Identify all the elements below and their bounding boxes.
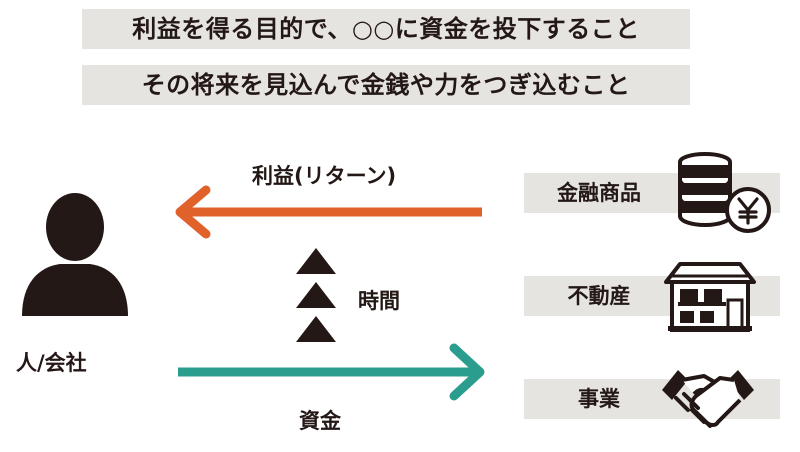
handshake-icon: [662, 370, 754, 428]
return-label: 利益(リターン): [252, 164, 397, 188]
definition-banner-1: 利益を得る目的で、○○に資金を投下すること: [82, 9, 690, 49]
investor-label: 人/会社: [16, 351, 87, 375]
person-icon: [22, 193, 128, 316]
category-label: 金融商品: [557, 181, 641, 205]
definition-banner-2: その将来を見込んで金銭や力をつぎ込むこと: [82, 65, 690, 105]
coin-stack-yen-icon: [678, 152, 771, 233]
category-label: 不動産: [567, 284, 631, 308]
time-triangles-icon: [296, 248, 336, 342]
house-icon: [664, 262, 756, 332]
investment-label: 資金: [299, 409, 341, 433]
category-label: 事業: [578, 387, 620, 411]
investment-arrow: [178, 343, 485, 401]
return-arrow: [175, 185, 482, 239]
time-label: 時間: [358, 289, 400, 313]
